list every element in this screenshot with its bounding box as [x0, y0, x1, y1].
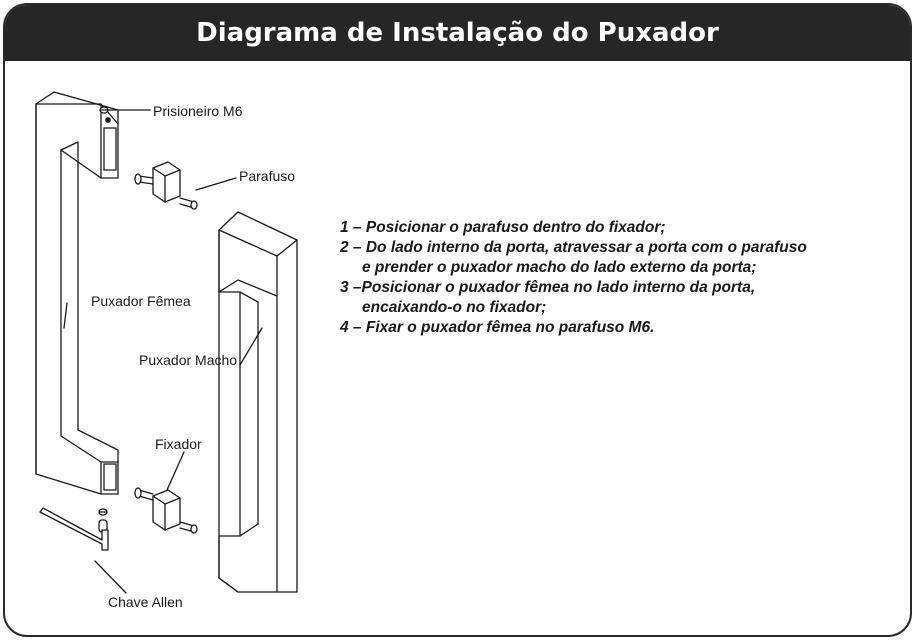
diagram-frame: Diagrama de Instalação do Puxador [3, 3, 912, 637]
label-chave-allen: Chave Allen [108, 594, 183, 610]
step-3: 3 –Posicionar o puxador fêmea no lado in… [340, 279, 756, 296]
label-puxador-femea: Puxador Fêmea [91, 293, 191, 309]
page-title: Diagrama de Instalação do Puxador [196, 18, 719, 48]
allen-key-icon [39, 507, 127, 594]
top-fixer-icon [134, 161, 237, 210]
bottom-fixer-icon [134, 451, 198, 534]
female-handle [35, 91, 119, 495]
step-1: 1 – Posicionar o parafuso dentro do fixa… [340, 219, 666, 236]
instruction-steps: 1 – Posicionar o parafuso dentro do fixa… [340, 218, 807, 338]
label-parafuso: Parafuso [239, 168, 296, 184]
label-puxador-macho: Puxador Macho [139, 352, 238, 368]
male-handle [218, 211, 298, 593]
label-fixador: Fixador [155, 436, 202, 452]
step-3-continuation: encaixando-o no fixador; [362, 299, 547, 316]
step-2: 2 – Do lado interno da porta, atravessar… [340, 239, 807, 256]
leader-femea [63, 302, 68, 329]
loose-stud-icon [98, 508, 108, 533]
step-4: 4 – Fixar o puxador fêmea no parafuso M6… [340, 319, 655, 336]
label-prisioneiro: Prisioneiro M6 [153, 103, 243, 119]
step-2-continuation: e prender o puxador macho do lado extern… [362, 259, 757, 276]
title-bar: Diagrama de Instalação do Puxador [5, 5, 910, 61]
stud-m6-icon [99, 106, 151, 114]
